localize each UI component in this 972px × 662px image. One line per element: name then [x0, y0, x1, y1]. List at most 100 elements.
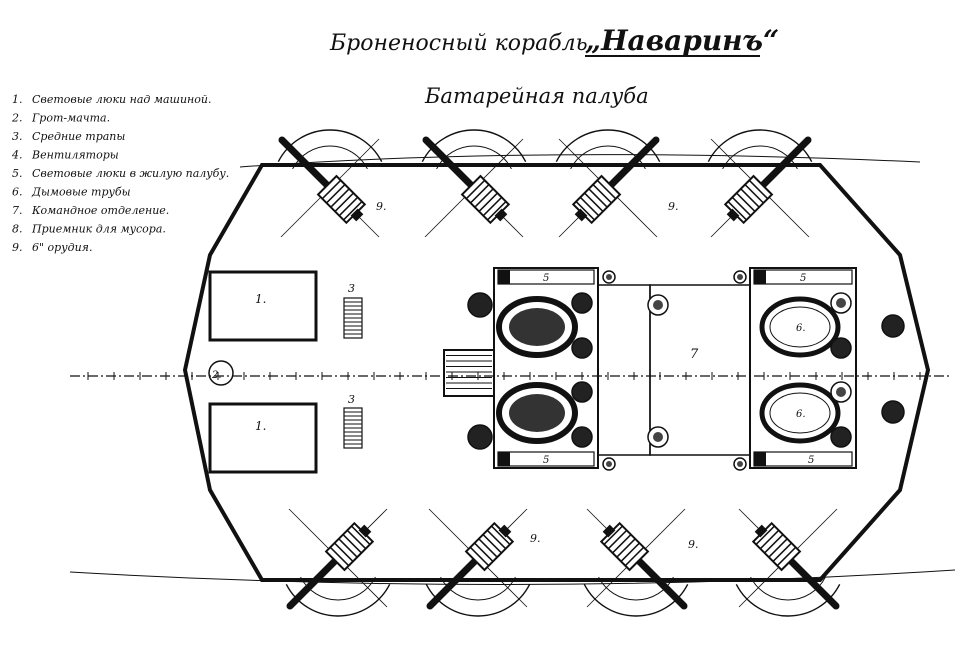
six-inch-gun-icon — [277, 129, 383, 238]
ventilator-icon — [571, 292, 593, 314]
funnel-aft-port-icon — [759, 296, 841, 358]
gun-carriage-detail — [474, 188, 494, 208]
gun-label-2: 9. — [668, 200, 679, 213]
gun-mount — [599, 521, 650, 572]
gun-carriage-detail — [616, 538, 636, 558]
gun-carriage-detail — [755, 525, 775, 545]
six-inch-gun-icon — [555, 129, 661, 238]
gun-carriage-detail — [321, 179, 342, 200]
gun-carriage-detail — [351, 525, 371, 545]
legend-item-text: Дымовые трубы — [31, 186, 131, 199]
gun-breech — [602, 524, 616, 538]
legend-item-text: Световые люки в жилую палубу. — [32, 167, 229, 180]
casing-label-2: 5 — [543, 455, 549, 466]
gun-carriage-detail — [592, 184, 612, 204]
casing-hatch-3 — [754, 270, 766, 284]
gun-carriage-detail — [579, 196, 600, 217]
funnel-fwd-stbd-icon — [496, 382, 578, 444]
casing-passage-fwd — [597, 284, 651, 456]
legend-item: 6. — [12, 186, 23, 199]
gun-carriage-detail — [772, 542, 792, 562]
gun-breech — [726, 208, 740, 222]
ventilator-icon — [571, 337, 593, 359]
gun-carriage-detail — [759, 529, 780, 550]
guns — [277, 129, 841, 617]
casing-label-1: 5 — [543, 273, 549, 284]
ventilator-icon — [467, 424, 493, 450]
gun-breech — [494, 208, 508, 222]
legend-item: 8. — [12, 223, 23, 236]
gun-carriage-detail — [491, 525, 511, 545]
gun-carriage-detail — [764, 534, 784, 554]
legend-item: 1. — [12, 93, 23, 106]
legend-item-text: Приемник для мусора. — [31, 223, 166, 236]
ventilator-core — [606, 461, 612, 467]
six-inch-gun-icon — [707, 129, 813, 238]
six-inch-gun-icon — [425, 508, 531, 617]
ventilator-icon — [571, 426, 593, 448]
six-inch-gun-icon — [421, 129, 527, 238]
legend-item: 3. — [12, 130, 23, 143]
gun-carriage-detail — [469, 546, 490, 567]
ventilator-icon — [881, 314, 905, 338]
gun-carriage-detail — [744, 184, 764, 204]
hull-outline — [182, 163, 931, 582]
funnel-aft-stbd-icon — [759, 382, 841, 444]
legend-item: 9. — [12, 241, 23, 254]
gun-carriage-detail — [748, 179, 769, 200]
ventilator-icon — [830, 337, 852, 359]
casing-hatch-2 — [498, 452, 510, 466]
gun-carriage-detail — [478, 538, 498, 558]
casing-skylight-4 — [753, 451, 853, 467]
ventilator-icon — [881, 400, 905, 424]
legend-item: 2. — [11, 112, 23, 125]
gun-carriage-detail — [603, 525, 623, 545]
drawing-title-prefix: Броненосный корабль — [329, 31, 588, 56]
gun-breech — [498, 524, 512, 538]
casing-hatch-4 — [754, 452, 766, 466]
gun-mount — [460, 174, 511, 225]
funnel-casing-block: 7 5 5 5 5 — [493, 267, 857, 469]
hull — [69, 154, 956, 586]
skylight-label-fwd: 1. — [255, 292, 266, 306]
ventilators — [467, 270, 905, 471]
mainmast-label: 2. — [211, 370, 222, 381]
centerline — [70, 372, 950, 380]
gun-carriage-detail — [776, 546, 797, 567]
gun-mount — [571, 174, 622, 225]
gun-mount — [464, 521, 515, 572]
engine-skylight-fwd — [208, 270, 318, 342]
casing-hatch-1 — [498, 270, 510, 284]
ventilator-icon — [467, 292, 493, 318]
gun-carriage-detail — [727, 201, 747, 221]
gun-carriage-detail — [465, 179, 486, 200]
sheer-line-bottom — [69, 569, 956, 586]
gun-carriage-detail — [326, 184, 346, 204]
ventilator-core — [653, 432, 663, 442]
engine-skylights: 1. 1. — [208, 270, 318, 474]
funnel-aft-stbd-inner — [769, 392, 831, 434]
gun-carriage-detail — [736, 192, 756, 212]
gun-carriage-detail — [342, 534, 362, 554]
gun-label-1: 9. — [376, 200, 387, 213]
six-inch-gun-icon — [583, 508, 689, 617]
legend-item-text: Командное отделение. — [31, 204, 169, 217]
gun-carriage-detail — [329, 546, 350, 567]
ventilator-core — [737, 461, 743, 467]
ventilator-icon — [830, 426, 852, 448]
gun-carriage-detail — [343, 201, 363, 221]
engine-skylight-aft — [208, 402, 318, 474]
mainmast: 2. — [208, 360, 234, 386]
ladder-label-aft: 3 — [348, 393, 355, 406]
legend-item-text: Грот-мачта. — [31, 112, 110, 125]
funnel-fwd-port-fill — [509, 308, 565, 346]
gun-carriage-detail — [620, 542, 640, 562]
six-inch-gun-icon — [735, 508, 841, 617]
command-label: 7 — [690, 347, 699, 362]
gun-carriage-detail — [482, 196, 503, 217]
gun-carriage-detail — [584, 192, 604, 212]
gun-carriage-detail — [487, 201, 507, 221]
gun-carriage-detail — [596, 179, 617, 200]
gun-breech — [574, 208, 588, 222]
funnel-fwd-stbd-fill — [509, 394, 565, 432]
